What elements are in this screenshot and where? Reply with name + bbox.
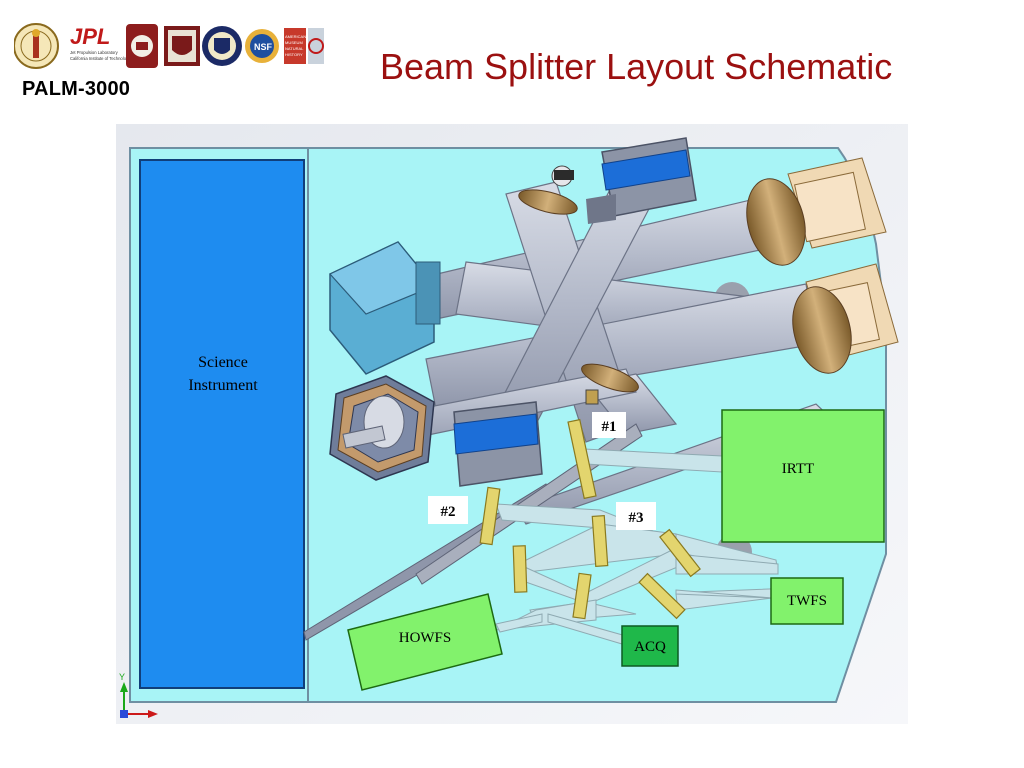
crest-icon (164, 26, 200, 66)
tag-1-box (592, 412, 626, 438)
howfs-box (347, 593, 503, 691)
svg-text:NSF: NSF (254, 42, 273, 52)
howfs-beam (495, 613, 543, 633)
svg-text:JPL: JPL (70, 24, 110, 49)
svg-text:HISTORY: HISTORY (285, 52, 303, 57)
twfs-box (770, 577, 844, 625)
brand-label: PALM-3000 (22, 78, 131, 100)
tag-3: #3 (629, 510, 644, 526)
irtt-label: IRTT (782, 461, 814, 477)
amnh-logo-icon: AMERICAN MUSEUM NATURAL HISTORY (284, 28, 306, 64)
camera-module (329, 241, 441, 375)
tag-2-box (428, 496, 468, 524)
svg-text:MUSEUM: MUSEUM (285, 40, 303, 45)
science-instrument-label-line1: Science (198, 354, 248, 371)
beam-splitter-2 (479, 486, 501, 546)
science-instrument-box (139, 159, 305, 689)
tag-1: #1 (602, 419, 617, 435)
oxford-seal-icon (202, 26, 242, 66)
beam-splitter-5 (512, 545, 528, 593)
tag-2: #2 (441, 504, 456, 520)
howfs-label: HOWFS (399, 630, 452, 646)
upper-right-barrel (746, 157, 887, 266)
beam-splitter-7 (638, 572, 686, 620)
twfs-beam (675, 589, 773, 599)
svg-text:California Institute of Techno: California Institute of Technology (70, 56, 131, 61)
nsf-logo-icon: NSF (245, 29, 279, 63)
beam-splitter-4 (659, 528, 701, 578)
top-detector-box (586, 137, 697, 224)
beam-splitters (479, 418, 701, 620)
page-title: Beam Splitter Layout Schematic (380, 46, 893, 87)
top-brass-mount (518, 165, 578, 215)
university-shield-icon (126, 24, 158, 68)
svg-text:Jet Propulsion Laboratory: Jet Propulsion Laboratory (70, 50, 119, 55)
logo-strip: JPL Jet Propulsion Laboratory California… (14, 23, 324, 69)
jpl-logo-icon: JPL Jet Propulsion Laboratory California… (70, 24, 131, 61)
acq-label: ACQ (634, 639, 666, 655)
beam-splitter-6 (572, 572, 592, 620)
lower-detector-box (453, 401, 543, 487)
axis-indicator-icon: Y (119, 672, 158, 718)
beam-splitter-diagram: Science Instrument (116, 124, 908, 724)
tmt-logo-icon (308, 28, 324, 64)
irtt-box (721, 409, 885, 543)
lower-right-barrel (792, 263, 899, 374)
axis-y-label: Y (119, 672, 125, 682)
beam-splitter-3 (591, 515, 609, 567)
beam-splitter-1 (567, 418, 597, 500)
svg-text:AMERICAN: AMERICAN (285, 34, 306, 39)
svg-text:NATURAL: NATURAL (285, 46, 304, 51)
science-instrument-label-line2: Instrument (188, 377, 258, 394)
hex-lens-mount (329, 375, 435, 481)
middle-brass-mount (581, 363, 639, 405)
acq-box (621, 625, 679, 667)
twfs-label: TWFS (787, 593, 827, 609)
caltech-seal-icon (14, 23, 59, 69)
tag-3-box (616, 502, 656, 530)
